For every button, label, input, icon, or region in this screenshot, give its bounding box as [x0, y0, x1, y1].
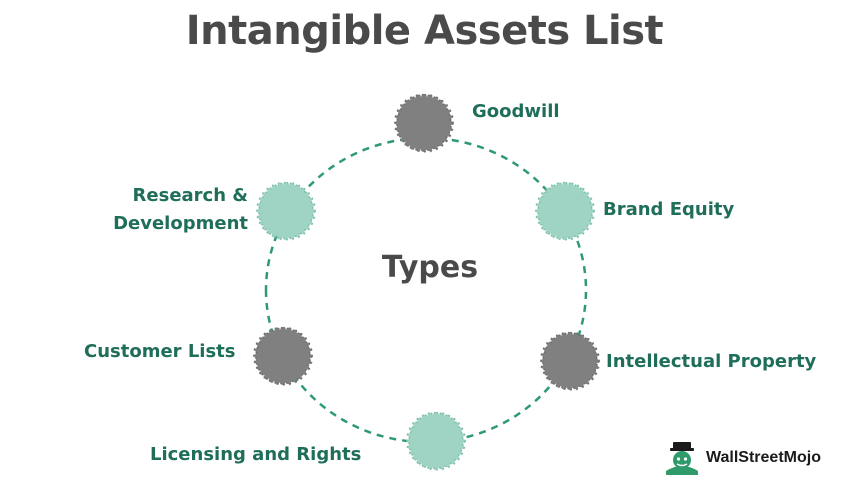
node-circle-licensing-and-rights: [405, 410, 467, 472]
mojo-mascot-icon: [666, 442, 698, 475]
diagram-title: Intangible Assets List: [185, 8, 664, 54]
node-circle-goodwill: [393, 92, 455, 154]
node-circle-customer-lists: [252, 325, 314, 387]
node-circle-intellectual-property: [539, 330, 601, 392]
node-label-brand-equity: Brand Equity: [603, 199, 735, 220]
node-label-goodwill: Goodwill: [472, 101, 560, 122]
node-circle-research-development: [255, 180, 317, 242]
dashed-ring: [264, 136, 588, 444]
logo-text: WallStreetMojo: [706, 449, 821, 466]
center-label: Types: [381, 250, 479, 285]
wallstreetmojo-logo: WallStreetMojo: [664, 441, 821, 475]
node-label-research-development: Research & Development: [100, 182, 248, 238]
node-label-customer-lists: Customer Lists: [84, 341, 236, 362]
node-label-research-line2: Development: [113, 213, 248, 234]
node-label-intellectual-property: Intellectual Property: [606, 351, 817, 372]
node-circle-brand-equity: [534, 180, 596, 242]
node-label-licensing-and-rights: Licensing and Rights: [150, 444, 362, 465]
node-label-research-line1: Research &: [132, 185, 248, 206]
